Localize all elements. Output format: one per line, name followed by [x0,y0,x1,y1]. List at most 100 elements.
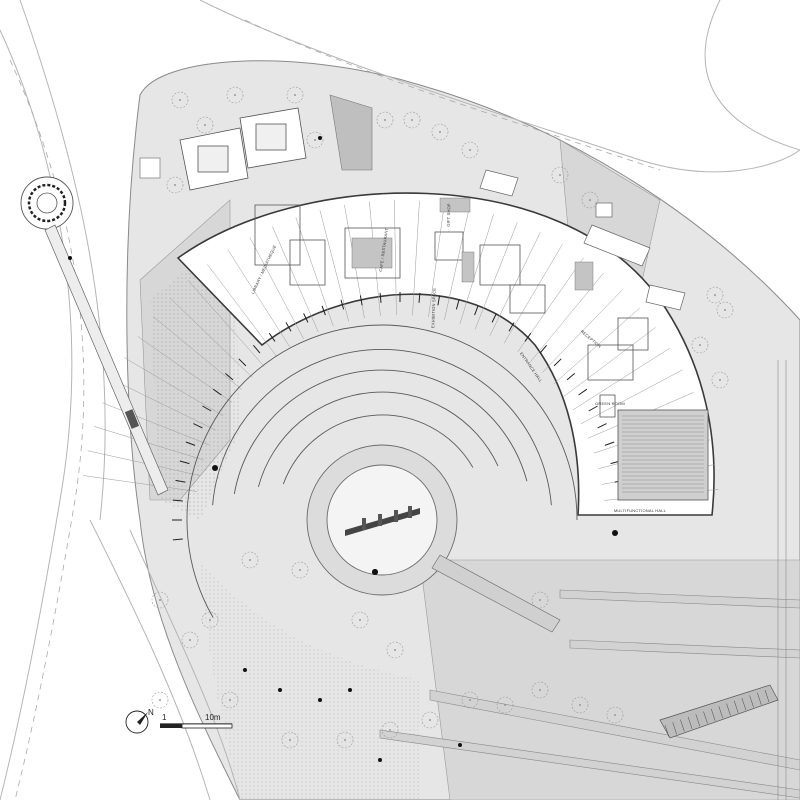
bollard [348,688,352,692]
tree-trunk [229,699,231,701]
tree-trunk [699,344,701,346]
dashed-road-lines [9,19,661,800]
facade-tick [553,358,562,367]
grid-line [169,297,253,378]
tree-trunk [394,649,396,651]
grid-line [459,213,494,325]
tree-canopy [291,561,309,579]
facade-tick [474,305,479,316]
tree-canopy [551,166,569,184]
stair-tread [680,719,685,732]
label-green-room: GREEN ROOM [595,401,625,406]
stair-tread [687,716,693,729]
tree-trunk [209,619,211,621]
facade-tick [437,295,441,306]
grid-line [580,369,683,425]
facade-tick [212,388,222,396]
tree-canopy [571,696,589,714]
tree-trunk [389,729,391,731]
grid-line [394,199,397,316]
facade-tick [268,332,276,342]
facade-tick [321,305,326,316]
tree-canopy [431,123,449,141]
tree-trunk [504,704,506,706]
ring-arc [186,324,578,618]
tree-trunk [174,184,176,186]
facade-tick [185,441,196,446]
grid-line [553,307,640,385]
grid-line [444,207,470,320]
tree-canopy [381,721,399,739]
bollard [318,136,322,140]
tree-canopy [201,611,219,629]
stair-tread [664,724,670,738]
facade-tick [539,344,547,354]
facade-ticks [172,292,625,541]
tree-canopy [171,91,189,109]
facade-tick [455,299,460,310]
ring-arc [257,391,499,488]
tree-canopy [716,301,734,319]
facade-tick [508,322,515,332]
facade-tick [566,373,576,381]
bollard [458,743,462,747]
stair-treads [664,689,770,738]
tree-canopy [531,591,549,609]
grid-line [227,249,291,348]
tree-canopy [421,711,439,729]
facade-tick [202,405,212,412]
tree-canopy [196,116,214,134]
tree-trunk [719,379,721,381]
grid-line [112,379,216,431]
facade-tick [253,344,261,354]
grid-line [124,357,224,417]
auditorium-seating [617,409,709,501]
facade-tick [303,313,309,323]
grid-line [207,264,277,357]
ring-arc [212,349,552,506]
tree-canopy [376,111,394,129]
tower-bridge [44,224,169,496]
interior-rooms [254,204,649,418]
north-arrow: N [125,708,154,734]
site-bollards [68,136,618,762]
stair-tread [733,700,739,713]
tree-canopy [606,706,624,724]
facade-tick [597,423,607,429]
tree-trunk [294,94,296,96]
facade-tick [418,292,421,303]
stair-tread [757,692,762,705]
stair-block [329,94,373,171]
tree-trunk [589,199,591,201]
grid-line [474,222,518,330]
grid-line [412,200,420,316]
tree-trunk [614,714,616,716]
grid-line [187,280,265,367]
tree-canopy [691,336,709,354]
facade-tick [238,358,247,367]
scale-bar-end-label: 10m [205,713,221,722]
grid-line [503,244,563,344]
grid-line [563,327,656,397]
label-gift-shop: GIFT SHOP [446,203,452,227]
north-arrow-label: N [148,708,154,717]
facade-tick [588,405,598,412]
stair-tread [741,698,747,711]
stair-tread [764,689,770,703]
facade-tick [193,423,203,429]
bollard [68,256,72,260]
tree-trunk [159,599,161,601]
tree-canopy [461,141,479,159]
stair-tread [703,711,708,724]
stair-tread [718,706,724,719]
facade-tick [491,313,497,323]
tree-canopy [706,286,724,304]
tree-trunk [159,699,161,701]
tree-trunk [179,99,181,101]
ring-arc [282,414,474,485]
label-cafe: CAFE / RESTAURANT [378,227,389,272]
facade-tick [175,479,186,483]
tree-trunk [429,719,431,721]
tree-canopy [306,131,324,149]
